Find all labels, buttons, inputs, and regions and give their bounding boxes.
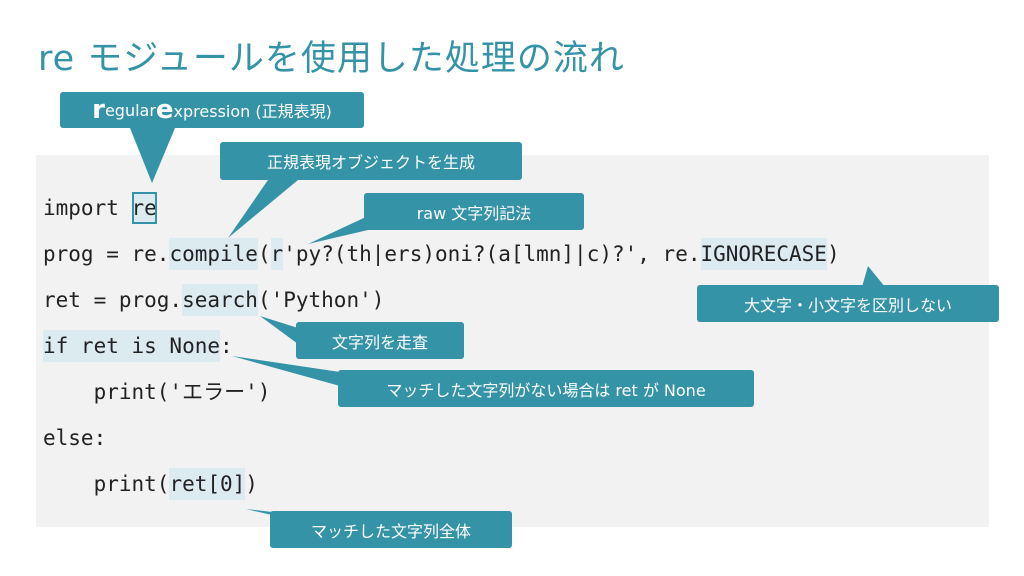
code-token-ignorecase: IGNORECASE (700, 238, 827, 270)
slide-title: re モジュールを使用した処理の流れ (38, 39, 625, 79)
code-token-if-none: if ret is None (43, 330, 221, 362)
code-token: 'py?(th|ers)oni?(a[lmn]|c)?', re. (283, 242, 701, 266)
code-token-compile: compile (169, 238, 258, 270)
code-token: prog = re. (43, 242, 170, 266)
regex-letter-r: r (92, 95, 105, 125)
pointer-regex (130, 128, 175, 183)
code-token: print( (43, 472, 170, 496)
code-token: ret = prog. (43, 288, 183, 312)
callout-none: マッチした文字列がない場合は ret が None (338, 370, 754, 407)
callout-raw: raw 文字列記法 (364, 193, 584, 230)
pointer-raw (308, 216, 368, 244)
code-line-print-error: print('エラー') (43, 376, 271, 408)
code-token: import (43, 196, 132, 220)
code-token: ( (257, 242, 271, 266)
code-line-else: else: (43, 422, 106, 454)
regex-text-egular: egular (104, 100, 156, 120)
code-token-raw-prefix: r (270, 238, 284, 270)
pointer-compile (228, 180, 298, 238)
regex-letter-e: e (155, 95, 174, 125)
code-token: : (220, 334, 233, 358)
pointer-search (260, 316, 298, 344)
code-token: ) (245, 472, 258, 496)
callout-ignorecase: 大文字・小文字を区別しない (697, 285, 999, 322)
code-token-search: search (182, 284, 258, 316)
callout-match: マッチした文字列全体 (270, 511, 512, 548)
code-token: ('Python') (257, 288, 385, 312)
regex-text-xpression: xpression (正規表現) (173, 102, 332, 121)
code-token: print('エラー') (43, 380, 271, 404)
code-line-compile: prog = re.compile(r'py?(th|ers)oni?(a[lm… (43, 238, 840, 270)
code-line-search: ret = prog.search('Python') (43, 284, 384, 316)
code-line-print-result: print(ret[0]) (43, 468, 258, 500)
code-line-import: import re (43, 192, 157, 224)
code-token: ) (826, 242, 840, 266)
callout-compile: 正規表現オブジェクトを生成 (220, 142, 522, 180)
code-line-if: if ret is None: (43, 330, 233, 362)
code-token-ret0: ret[0] (169, 468, 246, 500)
code-token: else: (43, 426, 107, 450)
code-token-re: re (131, 192, 157, 224)
pointer-none (232, 356, 340, 386)
callout-search: 文字列を走査 (296, 322, 464, 359)
pointer-ignorecase (862, 266, 885, 287)
